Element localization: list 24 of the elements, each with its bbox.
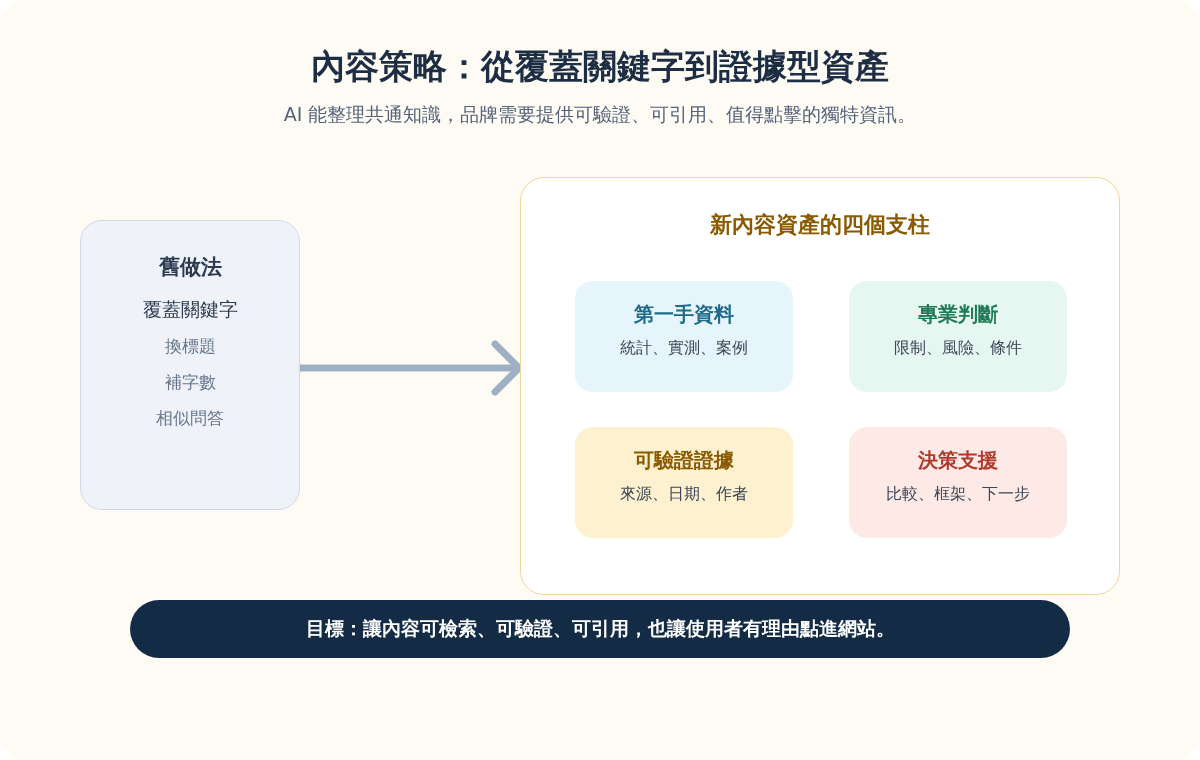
card-text: 限制、風險、條件 (894, 338, 1022, 359)
item-text: 補字數 (164, 371, 216, 394)
card-text: 統計、實測、案例 (620, 338, 748, 359)
pillar-card (575, 427, 793, 538)
subtitle: AI 能整理共通知識，品牌需要提供可驗證、可引用、值得點擊的獨特資訊。 (282, 102, 918, 127)
box-heading: 舊做法 (158, 254, 222, 281)
pillar-card (575, 281, 793, 392)
pillar-card (849, 427, 1067, 538)
pillar-card (849, 281, 1067, 392)
item-text: 覆蓋關鍵字 (142, 297, 238, 322)
card-heading: 決策支援 (918, 447, 998, 474)
card-text: 比較、框架、下一步 (886, 484, 1030, 505)
card-heading: 第一手資料 (634, 301, 734, 328)
old-approach-box (80, 220, 300, 510)
banner-text: 目標：讓內容可檢索、可驗證、可引用，也讓使用者有理由點進網站。 (305, 616, 895, 641)
item-text: 換標題 (164, 335, 216, 358)
pillars-panel (520, 177, 1120, 595)
title: 內容策略：從覆蓋關鍵字到證據型資產 (310, 45, 890, 88)
card-heading: 可驗證證據 (634, 447, 734, 474)
item-text: 相似問答 (156, 407, 224, 430)
goal-banner (130, 600, 1070, 658)
panel-heading: 新內容資產的四個支柱 (710, 211, 930, 239)
card-text: 來源、日期、作者 (620, 484, 748, 505)
card-heading: 專業判斷 (918, 301, 998, 328)
